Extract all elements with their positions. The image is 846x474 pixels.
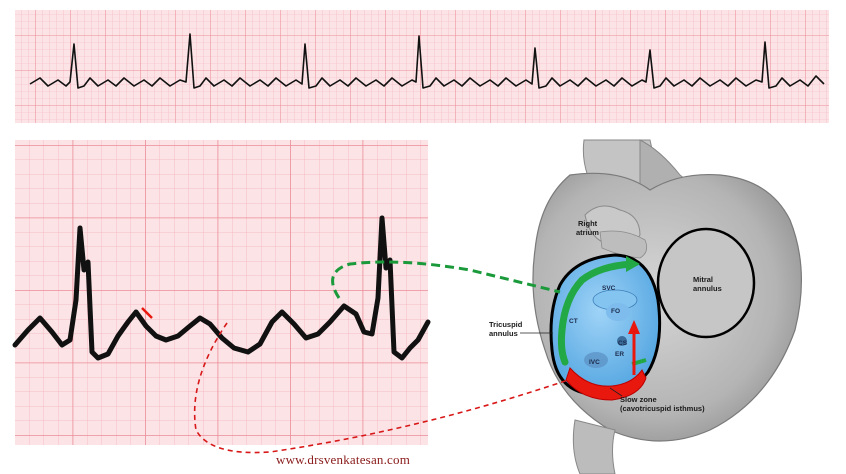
label-ivc: IVC xyxy=(589,359,600,366)
ecg-strip-top xyxy=(15,10,829,123)
ecg-magnified xyxy=(12,140,431,445)
label-right-atrium-1: Right xyxy=(578,219,598,228)
ecg-trace-top xyxy=(29,33,825,89)
slow-zone-red xyxy=(565,367,647,401)
red-arrow-head xyxy=(628,320,640,334)
label-cs: CS xyxy=(618,340,628,347)
heart-illustration: Right atrium Mitral annulus Tricuspid an… xyxy=(489,139,803,474)
svg-text:Slow zone: Slow zone xyxy=(620,395,657,404)
label-svc: SVC xyxy=(602,285,616,292)
svg-text:Mitral: Mitral xyxy=(693,275,713,284)
mitral-annulus xyxy=(656,227,756,339)
label-ct: CT xyxy=(569,318,578,325)
label-right-atrium-2: atrium xyxy=(576,228,599,237)
svg-text:(cavotricuspid isthmus): (cavotricuspid isthmus) xyxy=(620,404,705,413)
green-arrow-head xyxy=(626,256,640,272)
svg-text:Tricuspid: Tricuspid xyxy=(489,320,523,329)
label-er: ER xyxy=(615,351,624,358)
svg-text:annulus: annulus xyxy=(489,329,518,338)
label-fo: FO xyxy=(611,308,620,315)
svg-text:atrium: atrium xyxy=(576,228,599,237)
red-guide-line xyxy=(193,322,569,454)
label-tricuspid-2: annulus xyxy=(489,329,518,338)
label-tricuspid-1: Tricuspid xyxy=(489,320,523,329)
label-mitral-2: annulus xyxy=(693,284,722,293)
ecg-trace-magnified xyxy=(12,215,431,361)
svg-text:annulus: annulus xyxy=(693,284,722,293)
label-slow-zone-2: (cavotricuspid isthmus) xyxy=(620,404,705,413)
green-guide-line xyxy=(331,260,561,299)
label-mitral-1: Mitral xyxy=(693,275,713,284)
label-slow-zone-1: Slow zone xyxy=(620,395,657,404)
flutter-wave-marker xyxy=(141,307,153,319)
svg-text:Right: Right xyxy=(578,219,598,228)
flutter-circuit-green xyxy=(557,260,636,366)
watermark: www.drsvenkatesan.com xyxy=(276,452,411,467)
